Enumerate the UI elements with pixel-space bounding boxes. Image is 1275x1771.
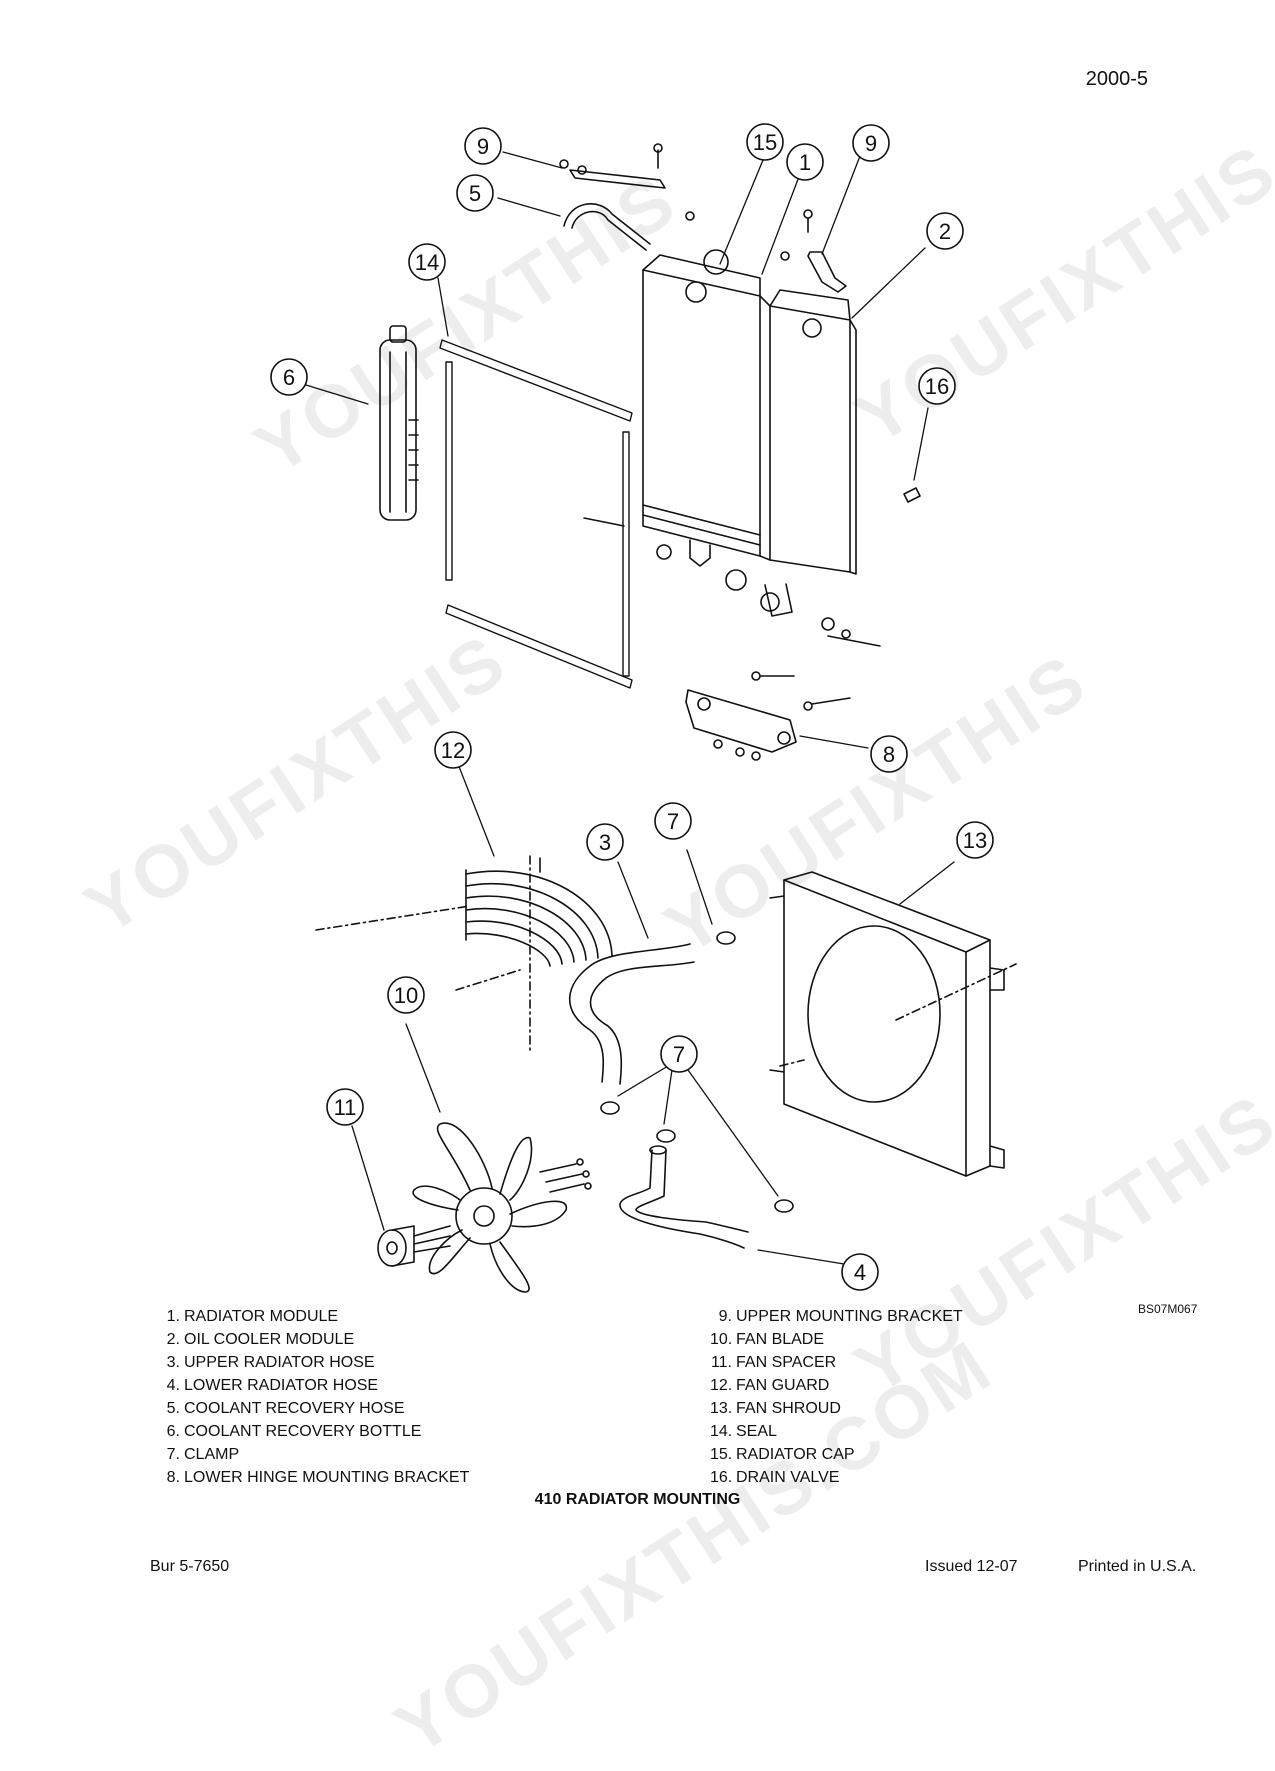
coolant-recovery-bottle xyxy=(379,325,419,521)
callout-12: 12 xyxy=(434,731,472,769)
svg-text:10: 10 xyxy=(394,983,418,1008)
clamps xyxy=(600,931,794,1213)
radiator-module xyxy=(642,249,793,617)
legend-item: 14.SEAL xyxy=(710,1423,777,1440)
legend-item: 8.LOWER HINGE MOUNTING BRACKET xyxy=(166,1469,470,1486)
svg-text:15: 15 xyxy=(753,130,777,155)
svg-text:14: 14 xyxy=(415,250,439,275)
page-number: 2000-5 xyxy=(1085,68,1148,90)
legend-item: 16.DRAIN VALVE xyxy=(710,1469,840,1486)
callout-6: 6 xyxy=(270,358,308,396)
callout-2: 2 xyxy=(926,212,964,250)
radiator-mounting-diagram: 9 5 15 1 9 2 14 6 16 8 12 3 7 13 10 7 11… xyxy=(270,123,1017,1293)
legend-item: 1.RADIATOR MODULE xyxy=(166,1308,339,1325)
legend-item: 5.COOLANT RECOVERY HOSE xyxy=(166,1400,405,1417)
legend-item: 15.RADIATOR CAP xyxy=(710,1446,855,1463)
parts-legend-right: 9.UPPER MOUNTING BRACKET 10.FAN BLADE 11… xyxy=(710,1305,963,1489)
radiator-seals xyxy=(439,339,633,689)
svg-text:1: 1 xyxy=(799,150,811,175)
callout-11: 11 xyxy=(326,1088,364,1126)
svg-text:9: 9 xyxy=(477,134,489,159)
callout-13: 13 xyxy=(956,821,994,859)
drain-valve xyxy=(903,487,921,503)
svg-text:11: 11 xyxy=(334,1095,357,1120)
callout-16: 16 xyxy=(918,367,956,405)
legend-item: 12.FAN GUARD xyxy=(710,1377,830,1394)
svg-text:9: 9 xyxy=(865,131,877,156)
callout-3: 3 xyxy=(586,823,624,861)
fan-bolts xyxy=(539,1158,592,1193)
svg-text:12: 12 xyxy=(441,738,465,763)
svg-text:7: 7 xyxy=(673,1042,685,1067)
svg-text:2: 2 xyxy=(939,219,951,244)
svg-text:8: 8 xyxy=(883,742,895,767)
fan-shroud xyxy=(769,871,1017,1177)
legend-item: 2.OIL COOLER MODULE xyxy=(166,1331,355,1348)
callout-5: 5 xyxy=(456,174,494,212)
svg-text:16: 16 xyxy=(925,374,949,399)
legend-item: 10.FAN BLADE xyxy=(710,1331,825,1348)
fan-blade xyxy=(412,1122,567,1293)
lower-radiator-hose xyxy=(619,1145,749,1249)
svg-text:13: 13 xyxy=(963,828,987,853)
legend-item: 3.UPPER RADIATOR HOSE xyxy=(166,1354,375,1371)
coolant-recovery-hose xyxy=(563,203,651,251)
upper-mounting-brackets xyxy=(559,143,847,293)
legend-item: 11.FAN SPACER xyxy=(710,1354,837,1371)
callout-14: 14 xyxy=(408,243,446,281)
callout-9-left: 9 xyxy=(464,127,502,165)
callout-9-right: 9 xyxy=(852,124,890,162)
callout-7-lower: 7 xyxy=(660,1035,698,1073)
legend-item: 6.COOLANT RECOVERY BOTTLE xyxy=(166,1423,422,1440)
figure-code: BS07M067 xyxy=(1138,1302,1198,1316)
callouts: 9 5 15 1 9 2 14 6 16 8 12 3 7 13 10 7 11… xyxy=(270,123,994,1291)
figure-title: 410 RADIATOR MOUNTING xyxy=(534,1491,741,1508)
footer-printed: Printed in U.S.A. xyxy=(1078,1558,1197,1575)
footer-doc-number: Bur 5-7650 xyxy=(150,1558,230,1575)
svg-text:4: 4 xyxy=(854,1260,866,1285)
svg-text:7: 7 xyxy=(667,809,679,834)
leader-lines xyxy=(305,151,955,1265)
upper-radiator-hose xyxy=(568,943,695,1085)
callout-4: 4 xyxy=(841,1253,879,1291)
callout-10: 10 xyxy=(387,976,425,1014)
legend-item: 13.FAN SHROUD xyxy=(710,1400,841,1417)
svg-text:3: 3 xyxy=(599,830,611,855)
parts-legend-left: 1.RADIATOR MODULE 2.OIL COOLER MODULE 3.… xyxy=(158,1305,470,1489)
oil-cooler-module xyxy=(769,289,857,575)
fan-guard xyxy=(315,855,613,1051)
legend-item: 7.CLAMP xyxy=(166,1446,240,1463)
callout-15: 15 xyxy=(746,123,784,161)
legend-item: 4.LOWER RADIATOR HOSE xyxy=(166,1377,379,1394)
callout-7-upper: 7 xyxy=(654,802,692,840)
legend-item: 9.UPPER MOUNTING BRACKET xyxy=(718,1308,963,1325)
svg-text:5: 5 xyxy=(469,181,481,206)
callout-1: 1 xyxy=(786,143,824,181)
lower-hinge-mounting-bracket xyxy=(583,517,881,761)
callout-8: 8 xyxy=(870,735,908,773)
footer-issued: Issued 12-07 xyxy=(925,1558,1018,1575)
svg-text:6: 6 xyxy=(283,365,295,390)
fan-spacer xyxy=(377,1225,451,1267)
